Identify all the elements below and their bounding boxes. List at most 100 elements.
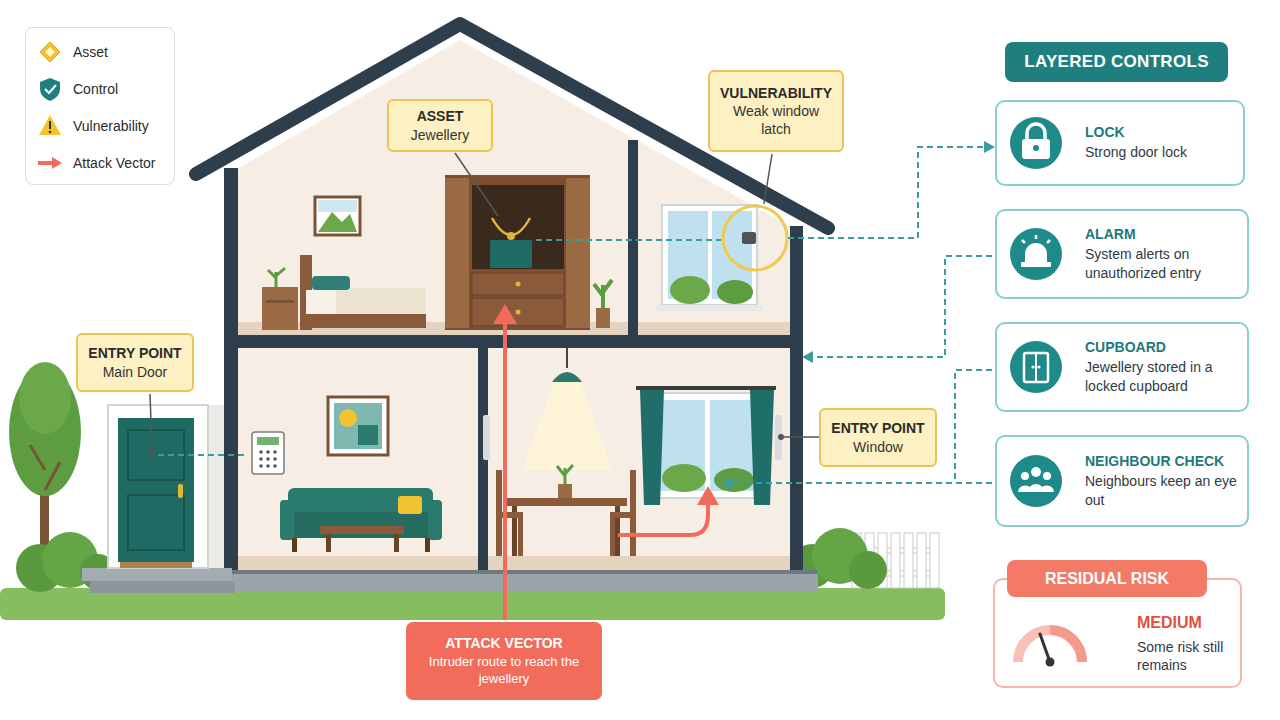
lower-window bbox=[714, 468, 754, 492]
upper-window bbox=[742, 232, 756, 244]
body-text: Jewellery bbox=[411, 126, 469, 144]
main-door bbox=[82, 568, 232, 581]
heading-text: CUPBOARD bbox=[1085, 339, 1166, 355]
bedroom bbox=[312, 276, 350, 290]
lower-window bbox=[483, 415, 490, 460]
attack-vector-box: ATTACK VECTORIntruder route to reach the… bbox=[406, 622, 602, 700]
dining-room bbox=[496, 348, 636, 556]
dining-room bbox=[552, 372, 582, 382]
alarm-keypad bbox=[266, 464, 270, 468]
control-link bbox=[733, 482, 992, 484]
bedroom bbox=[266, 300, 294, 303]
alarm-keypad bbox=[266, 457, 270, 461]
house-walls bbox=[224, 168, 238, 573]
dining-room bbox=[505, 498, 627, 506]
living-room bbox=[428, 500, 442, 540]
control-card: CUPBOARD Jewellery stored in a locked cup… bbox=[995, 322, 1249, 412]
main-door bbox=[178, 484, 183, 498]
control-card: NEIGHBOUR CHECK Neighbours keep an eye ou… bbox=[995, 435, 1249, 527]
living-room bbox=[320, 526, 404, 534]
main-door bbox=[118, 418, 194, 562]
alarm-keypad bbox=[273, 457, 277, 461]
fence bbox=[891, 533, 900, 588]
attack-route bbox=[493, 304, 719, 620]
cupboard bbox=[472, 273, 564, 295]
lower-window bbox=[483, 386, 782, 505]
fence bbox=[917, 533, 926, 588]
legend-icon bbox=[39, 115, 61, 135]
bedroom bbox=[262, 287, 298, 330]
upper-window bbox=[670, 276, 710, 304]
upper-window bbox=[723, 206, 787, 270]
living-room bbox=[328, 397, 388, 455]
living-room bbox=[339, 409, 357, 427]
legend-icon bbox=[45, 47, 55, 57]
asset-callout: ASSETJewellery bbox=[387, 99, 493, 152]
legend-text: Vulnerability bbox=[73, 117, 149, 135]
upper-window bbox=[656, 305, 763, 311]
lower-window bbox=[750, 390, 774, 505]
control-link bbox=[813, 256, 992, 357]
bedroom bbox=[300, 314, 426, 328]
lower-window bbox=[636, 386, 776, 390]
legend-icon bbox=[45, 85, 56, 93]
cupboard bbox=[566, 178, 590, 328]
legend-icon bbox=[38, 161, 54, 165]
alarm-keypad bbox=[259, 450, 263, 454]
section-header: LAYERED CONTROLS bbox=[1005, 42, 1228, 82]
control-link-head bbox=[802, 351, 813, 363]
body-text: Weak window latch bbox=[718, 102, 834, 138]
house-interior bbox=[238, 556, 790, 570]
legend-text: Asset bbox=[73, 43, 108, 61]
cupboard bbox=[516, 310, 521, 315]
body-text: Jewellery stored in a locked cupboard bbox=[1085, 358, 1237, 396]
body-text: Window bbox=[853, 438, 903, 456]
dining-room bbox=[566, 348, 568, 368]
legend-icon bbox=[52, 157, 62, 169]
control-link bbox=[158, 147, 992, 483]
bedroom bbox=[336, 288, 426, 316]
dining-room bbox=[522, 380, 612, 470]
legend-icon bbox=[40, 78, 60, 101]
legend-icon bbox=[49, 131, 52, 134]
lower-window bbox=[662, 464, 706, 492]
alarm-keypad bbox=[273, 450, 277, 454]
bush bbox=[849, 551, 887, 589]
legend-icon bbox=[49, 121, 51, 129]
heading-text: ATTACK VECTOR bbox=[445, 634, 562, 652]
alarm-keypad bbox=[252, 432, 284, 474]
leader-line bbox=[764, 154, 772, 204]
attack-route bbox=[493, 304, 517, 324]
lower-window bbox=[657, 400, 705, 491]
cupboard bbox=[445, 175, 612, 330]
leader-line bbox=[455, 153, 498, 216]
legend-text: Control bbox=[73, 80, 118, 98]
control-card: ALARMSystem alerts on unauthorized entry bbox=[995, 209, 1249, 299]
body-text: Strong door lock bbox=[1085, 143, 1187, 162]
entry-point-callout: ENTRY POINTMain Door bbox=[76, 333, 194, 392]
bedroom bbox=[315, 197, 360, 235]
dining-room bbox=[518, 512, 523, 556]
fence bbox=[904, 533, 913, 588]
leader-line bbox=[149, 153, 820, 456]
cupboard bbox=[445, 178, 469, 328]
living-room bbox=[334, 403, 382, 449]
heading-text: NEIGHBOUR CHECK bbox=[1085, 453, 1224, 469]
tree bbox=[19, 362, 71, 434]
control-link bbox=[788, 147, 984, 238]
living-room bbox=[280, 397, 442, 552]
body-text: Main Door bbox=[103, 363, 168, 381]
living-room bbox=[284, 512, 438, 538]
cupboard bbox=[516, 282, 521, 287]
living-room bbox=[280, 500, 294, 540]
house-walls bbox=[790, 226, 803, 573]
house-walls bbox=[628, 140, 638, 335]
leader-line bbox=[784, 436, 820, 438]
control-link bbox=[158, 454, 248, 456]
body-text: Neighbours keep an eye out bbox=[1085, 472, 1237, 510]
cupboard bbox=[445, 175, 590, 330]
bedroom bbox=[318, 212, 357, 232]
main-door bbox=[82, 405, 235, 593]
house-walls bbox=[210, 570, 818, 592]
alarm-keypad bbox=[273, 464, 277, 468]
